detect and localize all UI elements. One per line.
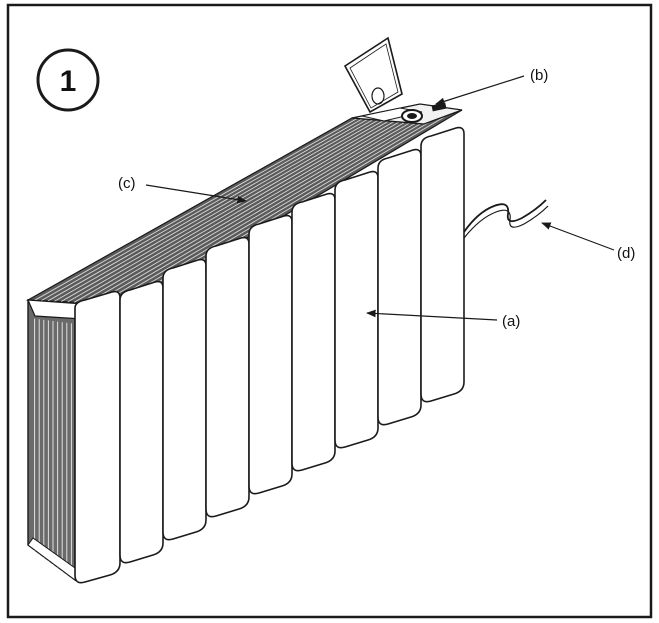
step-number: 1 — [60, 65, 77, 98]
heater-panel — [74, 290, 121, 584]
grille-rib — [74, 114, 401, 303]
leader-a — [366, 309, 498, 321]
grille-rib — [34, 117, 360, 301]
heater-panel — [377, 148, 422, 426]
heater-panel — [334, 170, 379, 449]
label-b: (b) — [530, 67, 548, 84]
heater-side-grille — [27, 299, 99, 582]
control-cover-lid[interactable] — [343, 36, 403, 114]
heater-panel — [162, 258, 207, 541]
grille-rib — [41, 116, 366, 302]
label-d: (d) — [617, 245, 635, 262]
grille-rib — [94, 112, 421, 304]
grille-rib — [60, 115, 387, 302]
power-cable — [463, 199, 547, 233]
heater-panel — [248, 214, 293, 495]
step-badge: 1 — [36, 48, 100, 112]
grille-rib — [100, 112, 428, 304]
label-c: (c) — [118, 175, 136, 192]
heater-panel — [420, 126, 465, 403]
grille-rib — [47, 116, 373, 302]
heater-panel — [119, 280, 164, 564]
heater-front-panels — [74, 126, 465, 584]
label-a: (a) — [502, 313, 520, 330]
leader-c — [145, 184, 247, 204]
grille-rib — [80, 113, 408, 303]
leader-d — [541, 222, 615, 251]
heater-panel — [205, 236, 250, 518]
leader-b — [435, 75, 525, 106]
grille-rib — [107, 111, 435, 305]
grille-rib — [54, 115, 380, 302]
heater-panel — [291, 192, 336, 472]
grille-rib — [87, 113, 415, 304]
grille-rib — [67, 114, 394, 303]
heater-top-grille — [25, 109, 463, 306]
